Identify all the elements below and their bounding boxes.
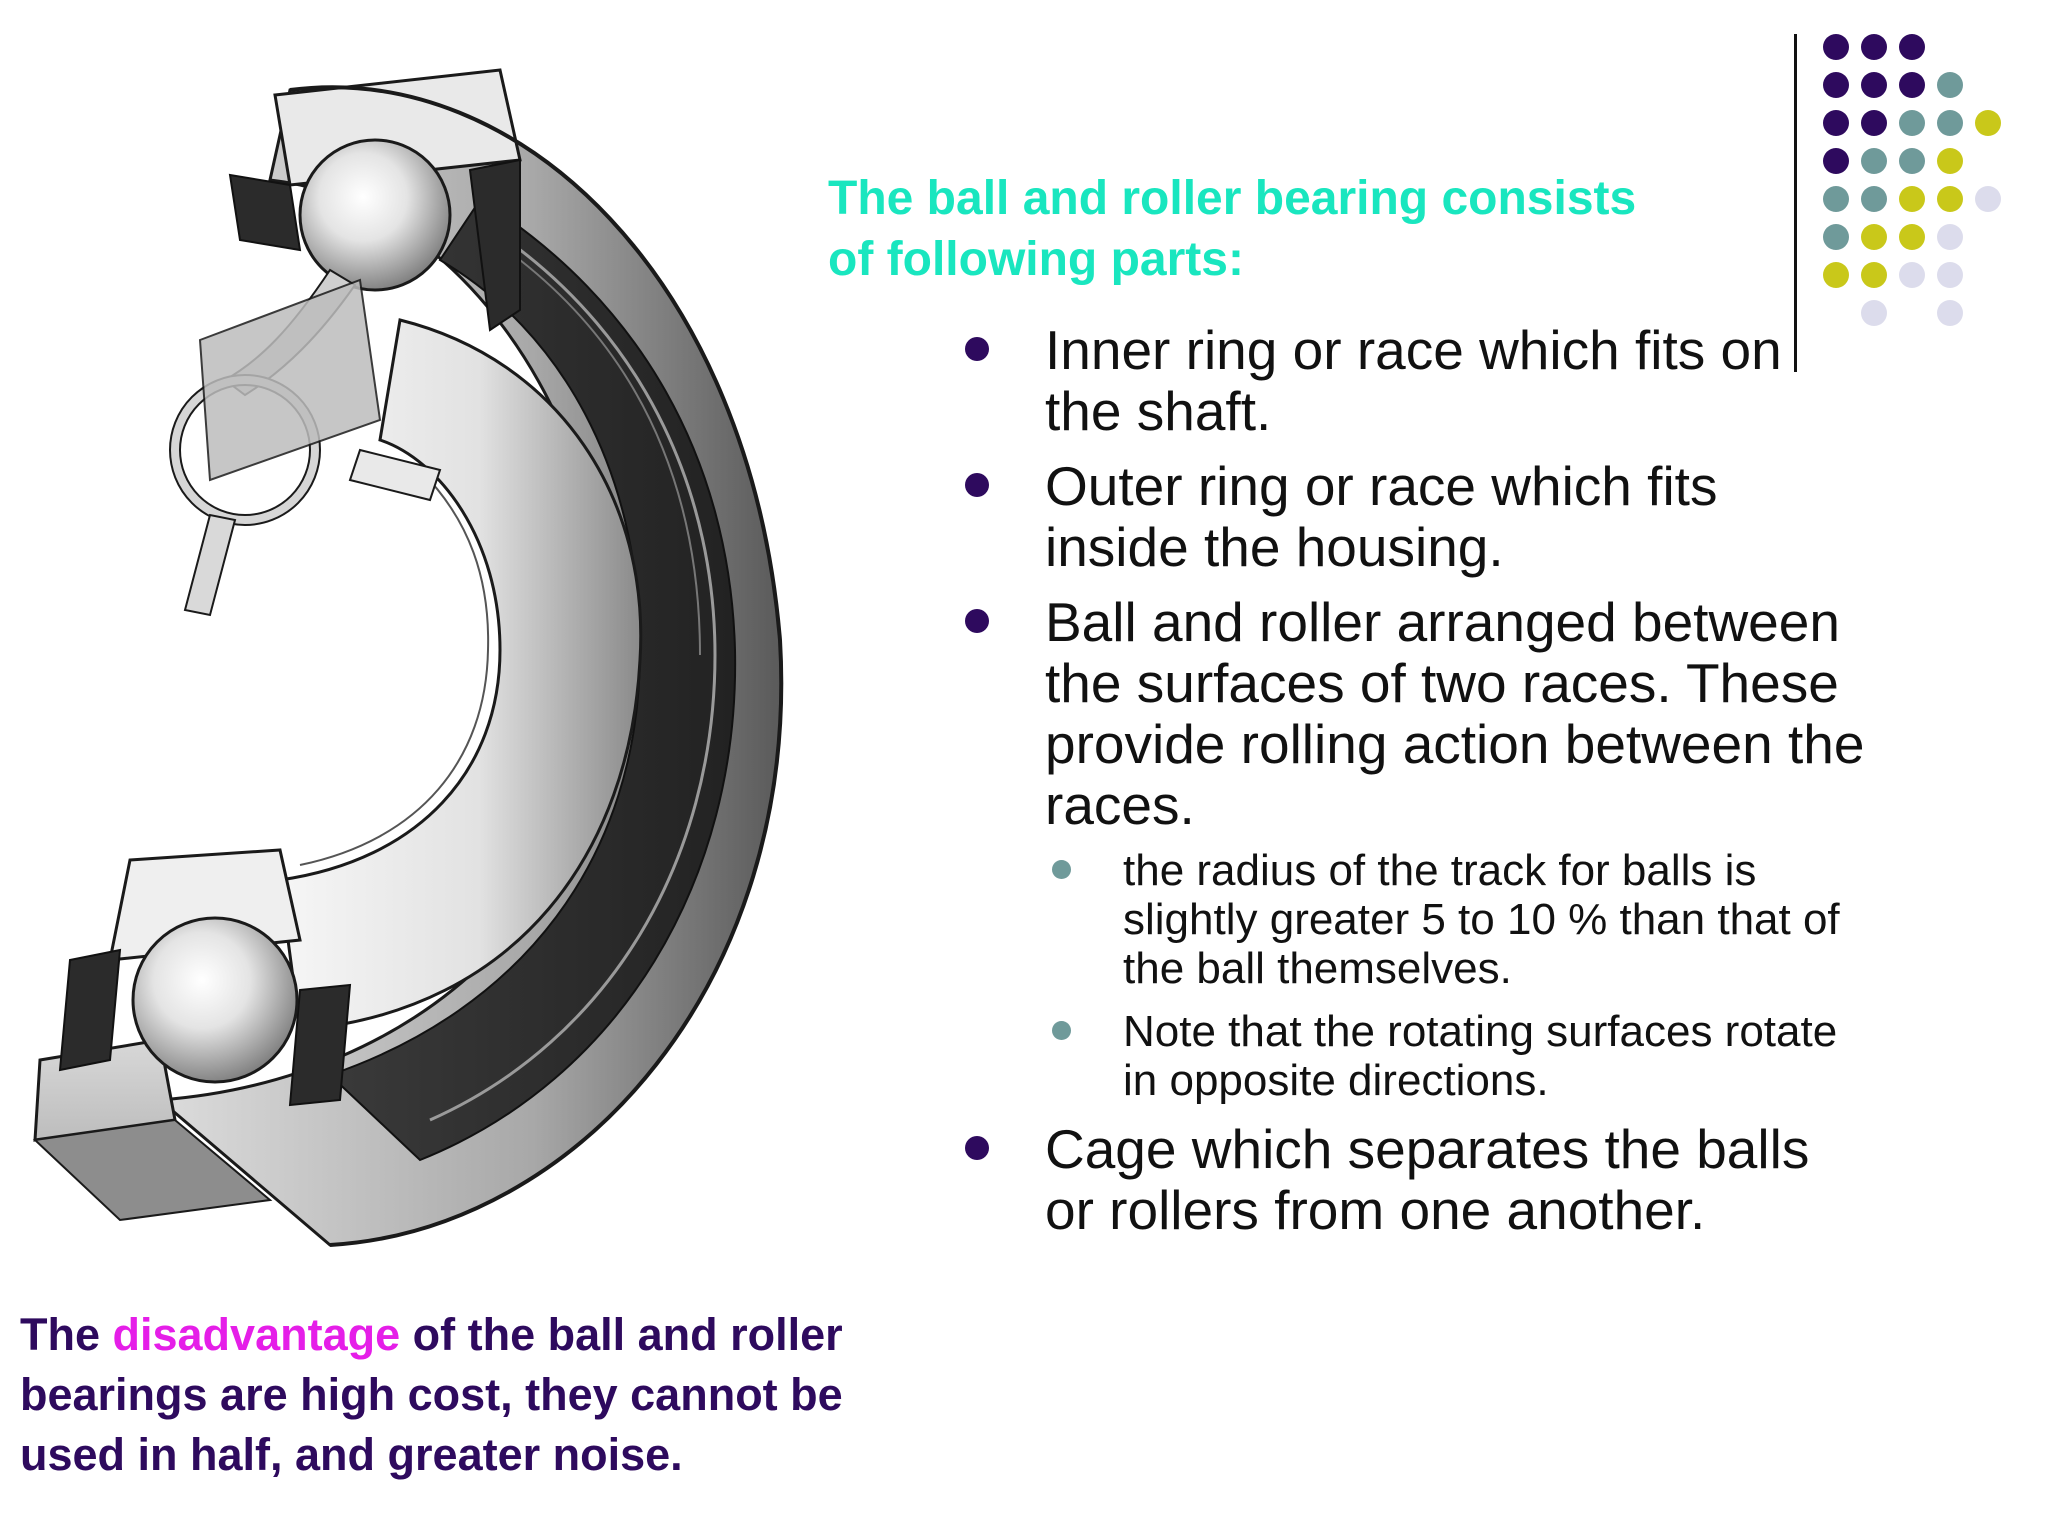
ball-bearing-cutaway-image [0, 0, 810, 1270]
list-item-text: inside the housing. [1045, 516, 1504, 578]
note-line: used in half, and greater noise. [20, 1429, 683, 1480]
sub-bullet-dot-icon [1052, 1021, 1071, 1040]
list-item-text: provide rolling action between the [1045, 713, 1865, 775]
decor-dot [1937, 110, 1963, 136]
bullet-dot-icon [965, 1136, 989, 1160]
dot-grid-decoration [1820, 30, 2048, 340]
decor-dot [1975, 186, 2001, 212]
note-line: The disadvantage of the ball and roller [20, 1305, 940, 1365]
sub-list-item-text: slightly greater 5 to 10 % than that of [1123, 895, 1840, 944]
decor-dot [1937, 72, 1963, 98]
sub-list-item-text: the ball themselves. [1123, 944, 1512, 993]
decor-dot [1861, 110, 1887, 136]
decor-dot [1899, 72, 1925, 98]
decor-dot [1823, 224, 1849, 250]
decor-dot [1937, 224, 1963, 250]
decor-dot [1861, 186, 1887, 212]
decor-dot [1823, 110, 1849, 136]
sub-list-item-text: in opposite directions. [1123, 1056, 1549, 1105]
list-item: Cage which separates the balls or roller… [965, 1119, 1985, 1241]
sub-bullet-dot-icon [1052, 860, 1071, 879]
decor-dot [1899, 110, 1925, 136]
decor-dot [1975, 110, 2001, 136]
decor-dot [1823, 72, 1849, 98]
list-item-text: Ball and roller arranged between [1045, 591, 1840, 653]
sub-list-item-text: the radius of the track for balls is [1123, 846, 1757, 895]
disadvantage-note: The disadvantage of the ball and roller … [20, 1305, 940, 1485]
decor-dot [1899, 224, 1925, 250]
decor-dot [1823, 186, 1849, 212]
decor-dot [1937, 262, 1963, 288]
list-item-text: the surfaces of two races. These [1045, 652, 1839, 714]
bullet-dot-icon [965, 337, 989, 361]
note-line: bearings are high cost, they cannot be [20, 1369, 843, 1420]
decor-dot [1899, 262, 1925, 288]
sub-list-item-text: Note that the rotating surfaces rotate [1123, 1007, 1838, 1056]
decor-dot [1861, 34, 1887, 60]
bullet-dot-icon [965, 609, 989, 633]
list-item-text: the shaft. [1045, 380, 1272, 442]
decor-dot [1823, 148, 1849, 174]
decor-dot [1861, 300, 1887, 326]
decor-dot [1823, 262, 1849, 288]
list-item: Inner ring or race which fits on the sha… [965, 320, 1985, 442]
note-highlight: disadvantage [112, 1309, 401, 1360]
decor-dot [1861, 72, 1887, 98]
heading-line: The ball and roller bearing consists [828, 172, 1637, 225]
list-item: Outer ring or race which fits inside the… [965, 456, 1985, 578]
list-item-text: Inner ring or race which fits on [1045, 319, 1782, 381]
list-item-text: or rollers from one another. [1045, 1179, 1706, 1241]
list-item-text: Outer ring or race which fits [1045, 455, 1718, 517]
list-item-text: races. [1045, 774, 1195, 836]
slide-heading: The ball and roller bearing consists of … [828, 168, 1728, 290]
sub-bullet-list: the radius of the track for balls is sli… [1045, 846, 1985, 1105]
sub-list-item: Note that the rotating surfaces rotate i… [1045, 1007, 1985, 1105]
list-item-text: Cage which separates the balls [1045, 1118, 1810, 1180]
list-item: Ball and roller arranged between the sur… [965, 592, 1985, 1105]
note-text: of the ball and roller [400, 1309, 843, 1360]
bullet-list: Inner ring or race which fits on the sha… [965, 320, 1985, 1255]
bullet-dot-icon [965, 473, 989, 497]
decor-dot [1937, 300, 1963, 326]
decor-dot [1861, 262, 1887, 288]
vertical-divider [1794, 34, 1797, 372]
sub-list-item: the radius of the track for balls is sli… [1045, 846, 1985, 993]
decor-dot [1899, 148, 1925, 174]
decor-dot [1861, 224, 1887, 250]
heading-line: of following parts: [828, 233, 1244, 286]
decor-dot [1937, 148, 1963, 174]
note-text: The [20, 1309, 113, 1360]
decor-dot [1899, 186, 1925, 212]
decor-dot [1861, 148, 1887, 174]
decor-dot [1899, 34, 1925, 60]
decor-dot [1937, 186, 1963, 212]
decor-dot [1823, 34, 1849, 60]
